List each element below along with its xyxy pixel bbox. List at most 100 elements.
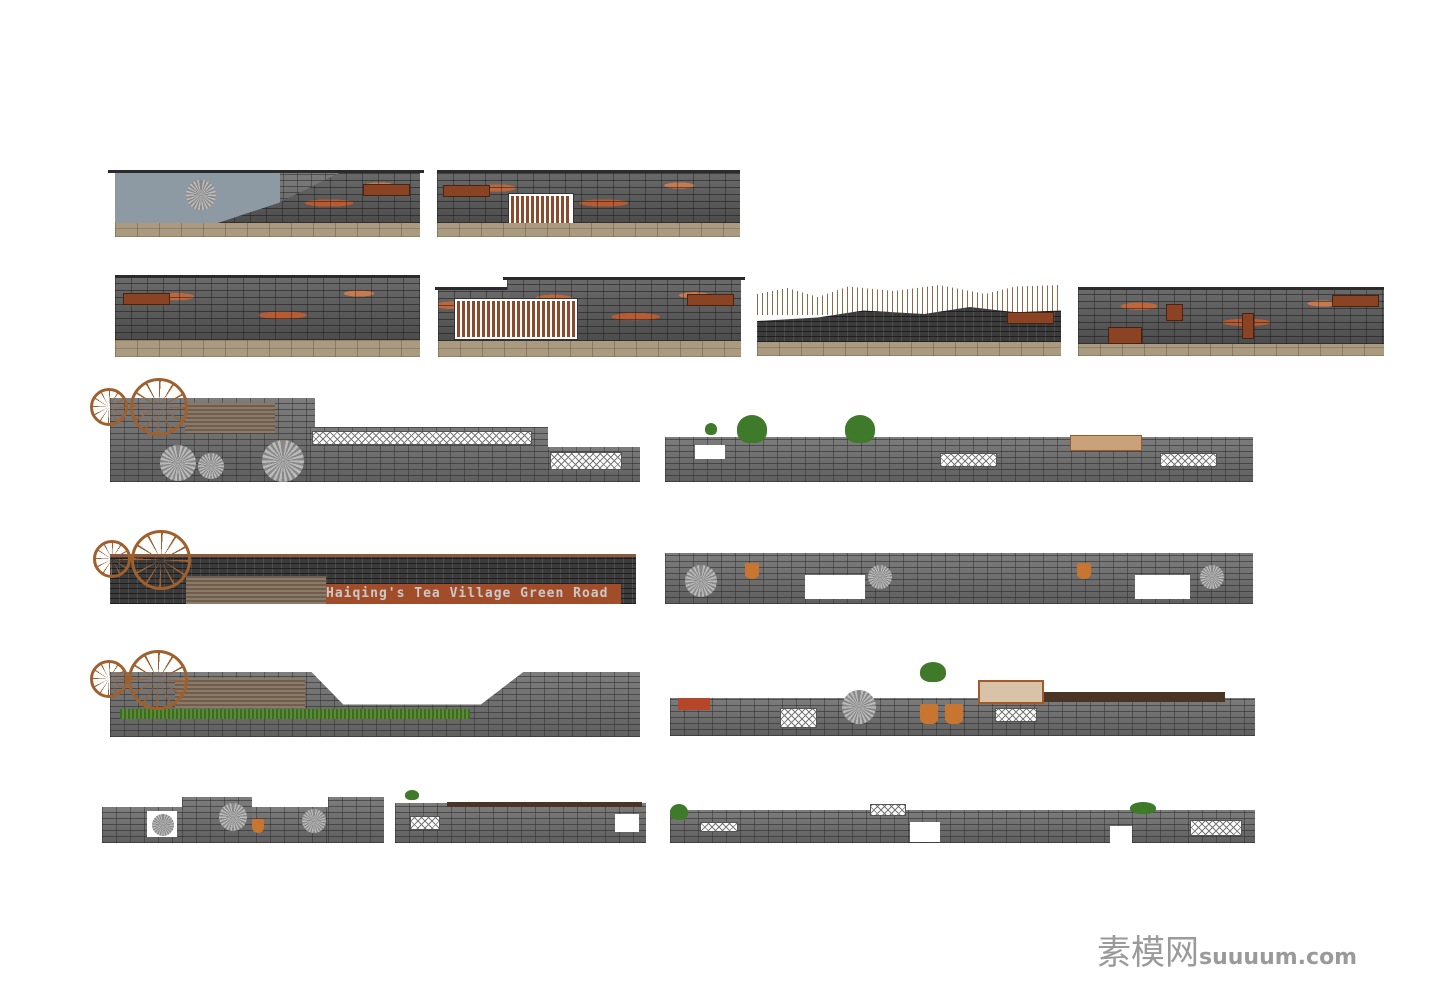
elevation-wall-15 — [670, 800, 1255, 843]
roof-cap — [110, 554, 636, 557]
elevation-wall-7 — [90, 378, 642, 483]
window-frame — [1108, 327, 1142, 344]
stone-base — [1078, 344, 1384, 356]
roof-cap — [115, 275, 420, 278]
lattice-band — [312, 431, 532, 445]
wall-face — [670, 810, 1255, 843]
stone-base — [438, 341, 741, 357]
elevation-wall-12 — [670, 662, 1255, 736]
stone-base — [115, 340, 420, 357]
wood-beam — [447, 802, 642, 807]
millstone-icon — [160, 445, 196, 481]
wall-opening — [1135, 575, 1190, 599]
sign-plaque — [363, 184, 410, 196]
elevation-wall-8 — [665, 415, 1253, 482]
sign-plaque — [123, 293, 170, 305]
jar-icon — [945, 704, 963, 724]
roof-cap-low — [435, 287, 510, 290]
millstone-icon — [219, 803, 247, 831]
lattice-window — [995, 708, 1037, 722]
wall-opening — [805, 575, 865, 599]
stone-base — [757, 342, 1061, 356]
millstone-icon — [842, 690, 876, 724]
planter-box — [1070, 435, 1142, 451]
elevation-wall-11 — [90, 650, 640, 737]
elevation-wall-13 — [102, 797, 384, 843]
wall-face — [437, 173, 740, 223]
wall-opening — [1110, 826, 1132, 843]
millstone-icon — [198, 453, 224, 479]
lattice-window — [940, 453, 997, 467]
lattice-window — [1190, 820, 1242, 836]
millstone-icon — [1200, 565, 1224, 589]
elevation-wall-10 — [665, 553, 1253, 604]
lattice-window — [550, 452, 622, 470]
millstone-icon — [868, 565, 892, 589]
wood-panel — [185, 403, 275, 433]
jar-icon — [920, 704, 938, 724]
lattice-window — [870, 804, 906, 816]
cart-wheel-icon — [130, 378, 188, 436]
jar-icon — [1077, 563, 1091, 579]
wood-beam — [1040, 692, 1225, 702]
wall-opening — [910, 822, 940, 842]
lattice-window — [700, 822, 738, 832]
jar-icon — [745, 563, 759, 579]
cart-wheel-icon — [128, 650, 188, 710]
roof-cap — [437, 170, 740, 173]
sign-plaque — [1332, 295, 1379, 307]
plant-icon — [670, 804, 688, 820]
millstone-icon — [685, 565, 717, 597]
elevation-wall-5 — [757, 285, 1061, 356]
wall-face — [115, 278, 420, 340]
plant-icon — [1130, 802, 1156, 814]
cart-wheel-icon — [90, 660, 128, 698]
cart-wheel-icon — [93, 540, 131, 578]
millstone-icon — [152, 814, 174, 836]
elevation-wall-1 — [108, 170, 424, 237]
grass-strip — [120, 709, 470, 719]
plant-icon — [705, 423, 717, 435]
wall-opening — [695, 445, 725, 459]
wall-face-raised — [328, 797, 384, 843]
planter-box — [678, 698, 710, 710]
lattice-window — [780, 708, 817, 728]
millstone-icon — [302, 809, 326, 833]
cart-wheel-icon — [90, 388, 128, 426]
plant-icon — [845, 415, 875, 443]
elevation-wall-3 — [115, 275, 420, 357]
plant-icon — [405, 790, 419, 800]
elevation-wall-6 — [1078, 287, 1384, 356]
wood-panel — [186, 576, 326, 604]
millstone-icon — [262, 440, 304, 482]
branch-fence — [757, 285, 1061, 315]
wood-panel — [175, 678, 305, 708]
roof-cap — [108, 170, 424, 173]
window-frame — [1166, 304, 1183, 321]
stone-base — [115, 223, 420, 237]
elevation-wall-9: Haiqing's Tea Village Green Road — [93, 530, 638, 605]
sign-plaque — [443, 185, 490, 197]
planter-box — [978, 680, 1044, 704]
sign-banner: Haiqing's Tea Village Green Road — [326, 584, 621, 604]
elevation-wall-4 — [435, 277, 745, 357]
lattice-window — [1160, 453, 1217, 467]
watermark-logo: 素模网 — [1097, 933, 1199, 973]
stone-base — [437, 223, 740, 237]
lattice-window — [410, 816, 440, 830]
plant-icon — [737, 415, 767, 443]
elevation-wall-2 — [437, 170, 740, 237]
roof-cap — [1078, 287, 1384, 290]
watermark-site: suuuum.com — [1199, 945, 1358, 970]
millstone-icon — [186, 180, 216, 210]
plant-icon — [920, 662, 946, 682]
cart-wheel-icon — [131, 530, 191, 590]
sign-plaque — [1007, 312, 1054, 324]
slatted-window — [454, 298, 578, 340]
roof-cap — [503, 277, 745, 280]
door-frame — [1242, 313, 1254, 339]
wall-opening — [615, 814, 639, 832]
jar-icon — [252, 819, 264, 833]
watermark: 素模网suuuum.com — [1097, 925, 1357, 974]
sign-plaque — [687, 294, 734, 306]
